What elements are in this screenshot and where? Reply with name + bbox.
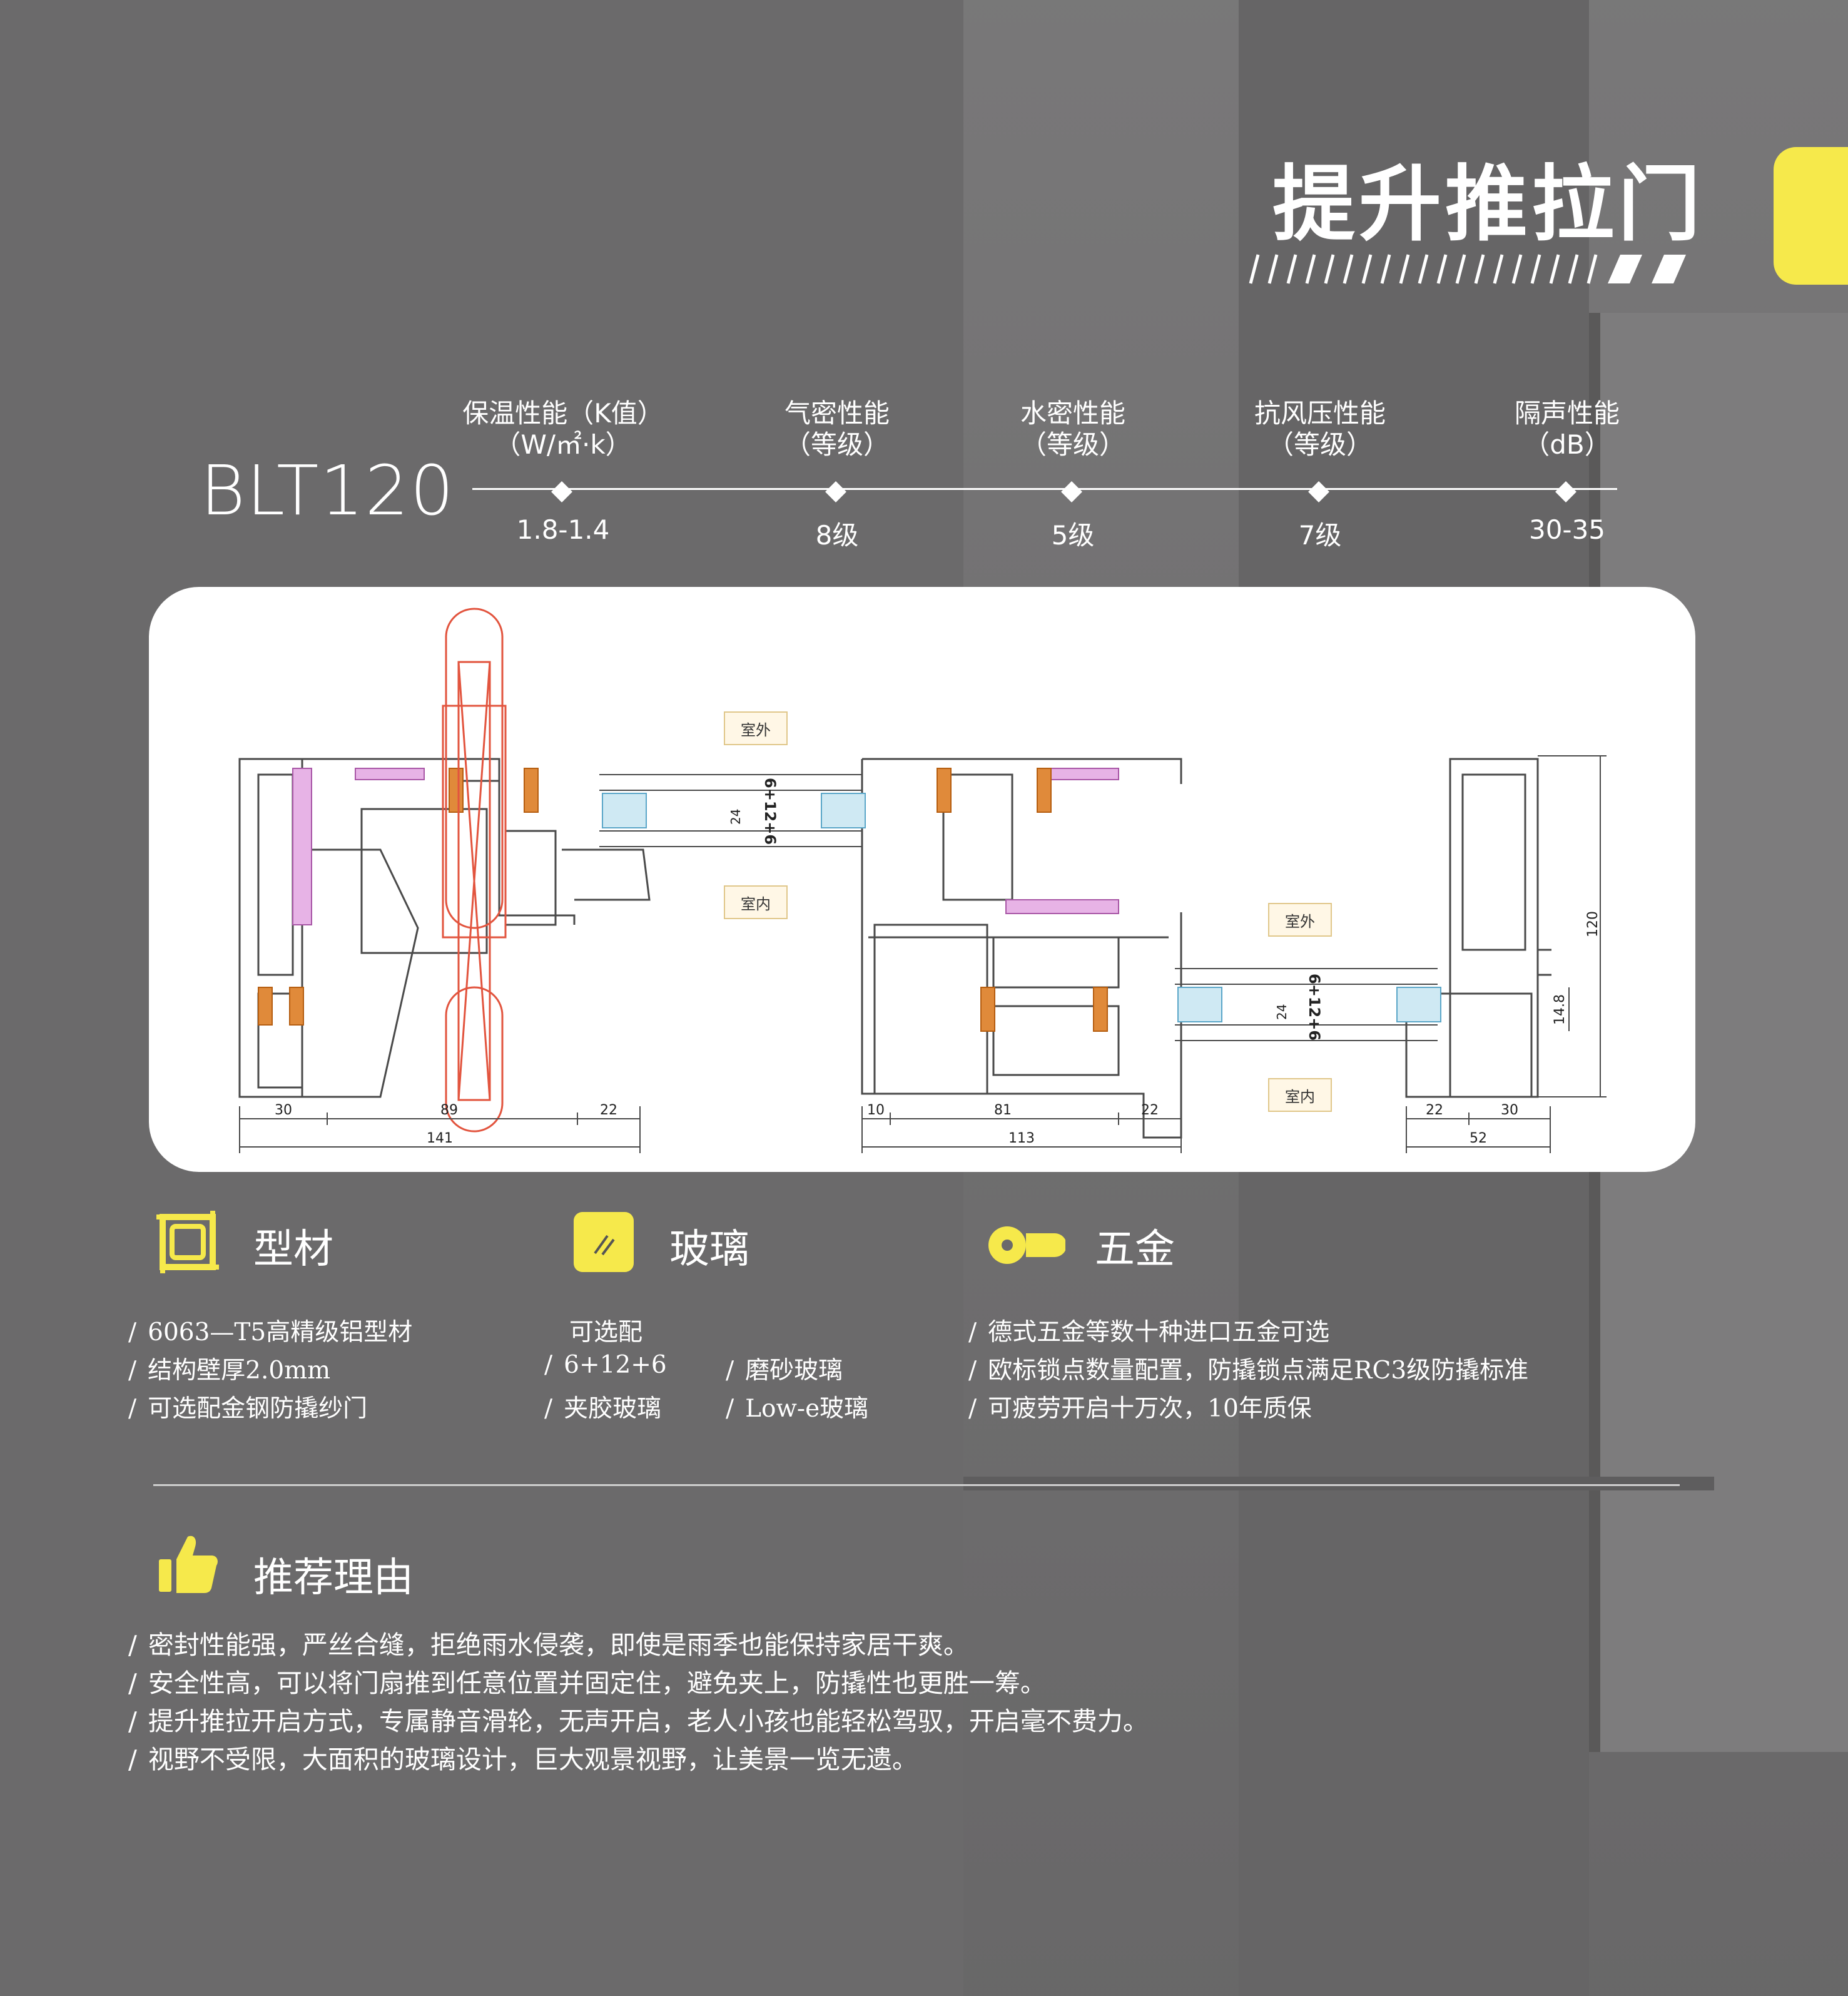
stripe-decoration — [1249, 254, 1686, 284]
hardware-item: /欧标锁点数量配置，防撬锁点满足RC3级防撬标准 — [968, 1357, 1529, 1385]
cross-section-svg: 室外 室内 室外 室内 6+12+6 24 6+12+6 24 120 14.8 — [238, 608, 1607, 1153]
dim-mid-c: 22 — [1141, 1102, 1159, 1118]
metric-value: 5级 — [1051, 520, 1095, 551]
glass-item: /磨砂玻璃 — [726, 1357, 843, 1385]
indoor-label: 室内 — [1285, 1088, 1315, 1106]
thumbs-up-icon — [159, 1535, 218, 1593]
dim-right-b: 30 — [1501, 1102, 1518, 1118]
profile-item: /6063—T5高精级铝型材 — [128, 1318, 413, 1347]
yellow-side-tab — [1774, 147, 1848, 285]
hardware-title: 五金 — [1095, 1226, 1175, 1273]
section-divider — [153, 1484, 1680, 1486]
metric-label: 隔声性能 — [1514, 398, 1620, 429]
metric-marker — [825, 481, 846, 502]
glass-depth-label: 24 — [728, 809, 743, 825]
metric-label: 保温性能（K值） — [462, 398, 664, 429]
profile-title: 型材 — [253, 1226, 333, 1273]
glass-item: /6+12+6 — [544, 1351, 667, 1379]
metric-timeline — [472, 488, 1617, 490]
metric-unit: （等级） — [1267, 429, 1373, 460]
dim-left-a: 30 — [275, 1102, 292, 1118]
reason-item: /提升推拉开启方式，专属静音滑轮，无声开启，老人小孩也能轻松驾驭，开启毫不费力。 — [128, 1706, 1149, 1736]
dim-right-total: 52 — [1470, 1131, 1487, 1146]
glass-depth-label: 24 — [1274, 1004, 1289, 1020]
profile-item: /可选配金钢防撬纱门 — [128, 1395, 368, 1423]
glass-title: 玻璃 — [669, 1226, 749, 1273]
profile-item: /结构壁厚2.0mm — [128, 1357, 331, 1385]
dim-mid-total: 113 — [1008, 1131, 1035, 1146]
metric-label: 水密性能 — [1020, 398, 1125, 429]
page-title: 提升推拉门 — [1272, 156, 1704, 253]
dim-mid-b: 81 — [994, 1102, 1012, 1118]
metric-value: 8级 — [815, 520, 859, 551]
indoor-label: 室内 — [741, 895, 771, 913]
hardware-item: /可疲劳开启十万次，10年质保 — [968, 1395, 1312, 1423]
model-name: BLT120 — [200, 451, 455, 531]
glass-item: /Low-e玻璃 — [726, 1395, 869, 1423]
dim-left-total: 141 — [427, 1131, 453, 1146]
metric-unit: （dB） — [1523, 429, 1611, 460]
glass-spec-label: 6+12+6 — [761, 778, 779, 845]
outdoor-label: 室外 — [1285, 913, 1315, 930]
hardware-item: /德式五金等数十种进口五金可选 — [968, 1318, 1330, 1347]
profile-section-drawing: 室外 室内 室外 室内 6+12+6 24 6+12+6 24 120 14.8 — [149, 587, 1695, 1172]
metric-unit: （W/㎡·k） — [494, 429, 632, 460]
glass-spec-label: 6+12+6 — [1306, 974, 1323, 1041]
reason-item: /安全性高，可以将门扇推到任意位置并固定住，避免夹上，防撬性也更胜一筹。 — [128, 1668, 1046, 1698]
metric-label: 抗风压性能 — [1254, 398, 1386, 429]
metric-value: 7级 — [1298, 520, 1342, 551]
background-shelf — [963, 1477, 1714, 1490]
glass-intro: 可选配 — [569, 1318, 643, 1347]
metric-unit: （等级） — [1020, 429, 1125, 460]
key-icon — [988, 1226, 1065, 1264]
dim-left-b: 89 — [440, 1102, 458, 1118]
dim-mid-a: 10 — [867, 1102, 885, 1118]
reason-item: /密封性能强，严丝合缝，拒绝雨水侵袭，即使是雨季也能保持家居干爽。 — [128, 1630, 969, 1660]
height-small-dim-label: 14.8 — [1552, 994, 1568, 1025]
reason-item: /视野不受限，大面积的玻璃设计，巨大观景视野，让美景一览无遗。 — [128, 1744, 918, 1775]
metric-unit: （等级） — [784, 429, 890, 460]
metric-value: 1.8-1.4 — [516, 514, 610, 545]
outdoor-label: 室外 — [741, 721, 771, 739]
reasons-title: 推荐理由 — [253, 1555, 414, 1601]
metric-marker — [551, 481, 572, 502]
metric-label: 气密性能 — [784, 398, 890, 429]
dim-left-c: 22 — [600, 1102, 617, 1118]
glass-icon — [574, 1212, 634, 1272]
dim-right-a: 22 — [1426, 1102, 1443, 1118]
metric-value: 30-35 — [1528, 514, 1606, 545]
height-dim-label: 120 — [1585, 911, 1601, 937]
frame-icon — [156, 1211, 219, 1273]
glass-item: /夹胶玻璃 — [544, 1395, 662, 1423]
